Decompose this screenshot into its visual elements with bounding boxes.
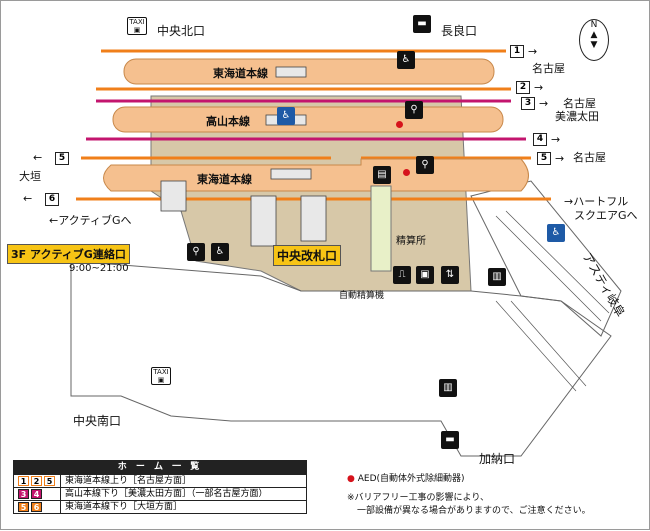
locker-icon: ▥ — [488, 268, 506, 286]
legend-num: 2 — [31, 476, 42, 486]
exit-kano: 加納口 — [479, 452, 516, 466]
arrow-right-5: → — [555, 152, 565, 165]
exit-nagara: 長良口 — [441, 24, 478, 38]
platform-legend: ホ ー ム 一 覧 1 2 5 東海道本線上り［名古屋方面］ 3 4 高山本線下… — [13, 460, 307, 514]
exit-north-central: 中央北口 — [157, 24, 206, 38]
taxi-icon-north: TAXI▣ — [127, 17, 147, 35]
wheelchair-icon-asty: ♿ — [547, 224, 565, 242]
barrier-free-note: ※バリアフリー工事の影響により、 — [347, 493, 490, 503]
aed-note-text: AED(自動体外式除細動器) — [357, 474, 465, 484]
wheelchair-icon-mid: ♿ — [277, 107, 295, 125]
fare-adjust-label: 精算所 — [396, 236, 426, 247]
compass-icon: N▲▼ — [579, 19, 609, 61]
taxi-icon-south: TAXI▣ — [151, 367, 171, 385]
legend-row: 3 4 高山本線下り［美濃太田方面］（一部名古屋方面） — [14, 487, 306, 501]
locker-icon-south: ▥ — [439, 379, 457, 397]
stairs-right — [495, 210, 610, 392]
arrow-right-2: → — [534, 81, 544, 94]
legend-row: 1 2 5 東海道本線上り［名古屋方面］ — [14, 474, 306, 488]
legend-text: 東海道本線上り［名古屋方面］ — [60, 474, 306, 488]
central-gate: 中央改札口 — [273, 245, 342, 266]
track-no-2: 2 — [516, 81, 530, 94]
track-1-dest: 名古屋 — [532, 62, 565, 75]
legend-num: 6 — [31, 502, 42, 512]
track-3-dest: 名古屋 — [563, 97, 596, 110]
platform-label-tokaido-lower: 東海道本線 — [197, 173, 252, 186]
track-5-dest-right: 名古屋 — [573, 151, 606, 164]
restroom-icon-mid: ⚲ — [405, 101, 423, 119]
map-notes: ● AED(自動体外式除細動器) ※バリアフリー工事の影響により、 一部設備が異… — [347, 473, 591, 518]
platform-tokaido-upper — [123, 58, 495, 85]
fare-adjust-icon: ⎍ — [393, 266, 411, 284]
track-no-4: 4 — [533, 133, 547, 146]
heartful-label: →ハートフル — [564, 195, 629, 208]
station-outline — [70, 260, 612, 457]
track-no-5-right: 5 — [537, 152, 551, 165]
arrow-right-3: → — [539, 97, 549, 110]
aed-marker-1 — [396, 121, 403, 128]
ticket-icon: ▣ — [416, 266, 434, 284]
track-no-6: 6 — [45, 193, 59, 206]
track-no-3: 3 — [521, 97, 535, 110]
restroom-icon-left: ⚲ — [187, 243, 205, 261]
arrow-right-4: → — [551, 133, 561, 146]
barrier-free-note-2: 一部設備が異なる場合がありますので、ご注意ください。 — [357, 506, 591, 516]
elevator-icon-gate: ⇅ — [441, 266, 459, 284]
active-g-label: ←アクティブGへ — [49, 214, 132, 227]
arrow-right-1: → — [528, 45, 538, 58]
track-no-1: 1 — [510, 45, 524, 58]
wheelchair-icon-left: ♿ — [211, 243, 229, 261]
legend-num: 5 — [44, 476, 55, 486]
arrow-left-6: ← — [23, 192, 33, 205]
track-3-dest2: 美濃太田 — [555, 110, 599, 123]
platform-label-tokaido-upper: 東海道本線 — [213, 67, 268, 80]
active-g-hours: 9:00~21:00 — [69, 263, 129, 274]
gate-column — [370, 185, 392, 272]
arrow-left-5: ← — [33, 151, 43, 164]
track-no-5-left: 5 — [55, 152, 69, 165]
legend-text: 東海道本線下り［大垣方面］ — [60, 500, 306, 514]
bus-icon-nagara: ▬ — [413, 15, 431, 33]
legend-title: ホ ー ム 一 覧 — [14, 461, 306, 474]
heartful-label-2: スクエアGへ — [574, 209, 638, 222]
restroom-icon-top: ♿ — [397, 51, 415, 69]
elevator-icon-lower: ▤ — [373, 166, 391, 184]
legend-num: 4 — [31, 489, 42, 499]
exit-south-central: 中央南口 — [73, 414, 122, 428]
asty-walkway — [470, 180, 622, 337]
active-g-gate: 3F アクティブG連絡口 — [7, 244, 130, 264]
legend-num: 5 — [18, 502, 29, 512]
legend-row: 5 6 東海道本線下り［大垣方面］ — [14, 500, 306, 514]
bus-icon-kano: ▬ — [441, 431, 459, 449]
aed-note: ● AED(自動体外式除細動器) — [347, 474, 465, 484]
platform-takayama — [112, 106, 504, 133]
auto-fare-label: 自動精算機 — [339, 291, 385, 301]
track-5-dest-left: 大垣 — [19, 170, 41, 183]
legend-text: 高山本線下り［美濃太田方面］（一部名古屋方面） — [60, 487, 306, 501]
aed-marker-2 — [403, 169, 410, 176]
legend-num: 3 — [18, 489, 29, 499]
legend-num: 1 — [18, 476, 29, 486]
platform-label-takayama: 高山本線 — [206, 115, 250, 128]
restroom-icon-lower: ⚲ — [416, 156, 434, 174]
